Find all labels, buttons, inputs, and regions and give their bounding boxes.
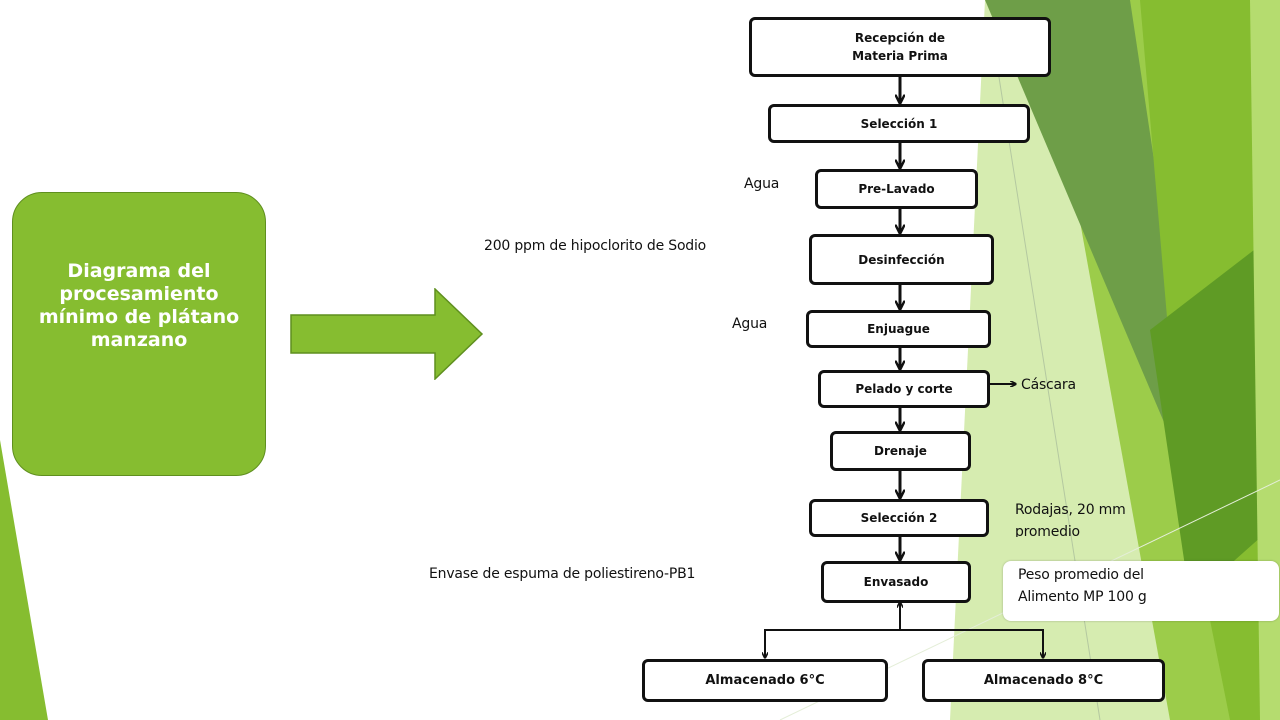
output-peso-line1: Peso promedio del [1018, 567, 1144, 583]
step-desinfeccion: Desinfección [809, 234, 994, 285]
step-enjuague: Enjuague [806, 310, 991, 348]
right-dark-facet [985, 0, 1190, 460]
step-pre-lavado: Pre-Lavado [815, 169, 978, 209]
step-recepcion-line2: Materia Prima [852, 49, 948, 63]
output-cascara: Cáscara [1021, 377, 1076, 393]
step-seleccion-1: Selección 1 [768, 104, 1030, 143]
input-agua-1: Agua [744, 176, 780, 192]
step-recepcion: Recepción de Materia Prima [749, 17, 1051, 77]
input-hipoclorito: 200 ppm de hipoclorito de Sodio [484, 238, 707, 254]
title-box: Diagrama del procesamiento mínimo de plá… [12, 192, 266, 476]
step-seleccion-2: Selección 2 [809, 499, 989, 537]
left-green-facet [0, 440, 48, 720]
output-rodajas-line1: Rodajas, 20 mm [1015, 502, 1126, 518]
step-almacenado-6c: Almacenado 6°C [642, 659, 888, 702]
diagram-title: Diagrama del procesamiento mínimo de plá… [38, 260, 240, 351]
right-edge-facet [1250, 0, 1280, 720]
step-almacenado-8c: Almacenado 8°C [922, 659, 1165, 702]
output-rodajas-clip: promedio [1010, 522, 1130, 537]
storage-branch [764, 629, 1044, 657]
output-peso-line2: Alimento MP 100 g [1018, 589, 1147, 605]
step-pelado-corte: Pelado y corte [818, 370, 990, 408]
block-arrow-right [290, 288, 484, 380]
right-deep-facet [1150, 230, 1280, 600]
step-drenaje: Drenaje [830, 431, 971, 471]
input-envase: Envase de espuma de poliestireno-PB1 [429, 566, 696, 582]
step-envasado: Envasado [821, 561, 971, 603]
output-rodajas-line2: promedio [1015, 524, 1080, 537]
step-recepcion-line1: Recepción de [854, 31, 946, 45]
input-agua-2: Agua [732, 316, 768, 332]
note-box-peso [1003, 561, 1279, 621]
note-peso-clip: Peso promedio del Alimento MP 100 g [1015, 565, 1181, 617]
